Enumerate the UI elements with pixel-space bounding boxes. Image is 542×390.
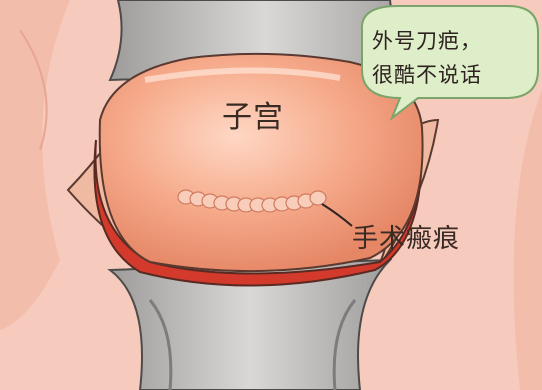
speech-bubble-text: 外号刀疤， 很酷不说话: [372, 24, 532, 92]
speech-bubble-line-2: 很酷不说话: [372, 58, 532, 92]
speech-bubble-line-1: 外号刀疤，: [372, 24, 532, 58]
scar-label: 手术瘢痕: [352, 218, 460, 255]
uterus-label: 子宫: [222, 92, 284, 136]
